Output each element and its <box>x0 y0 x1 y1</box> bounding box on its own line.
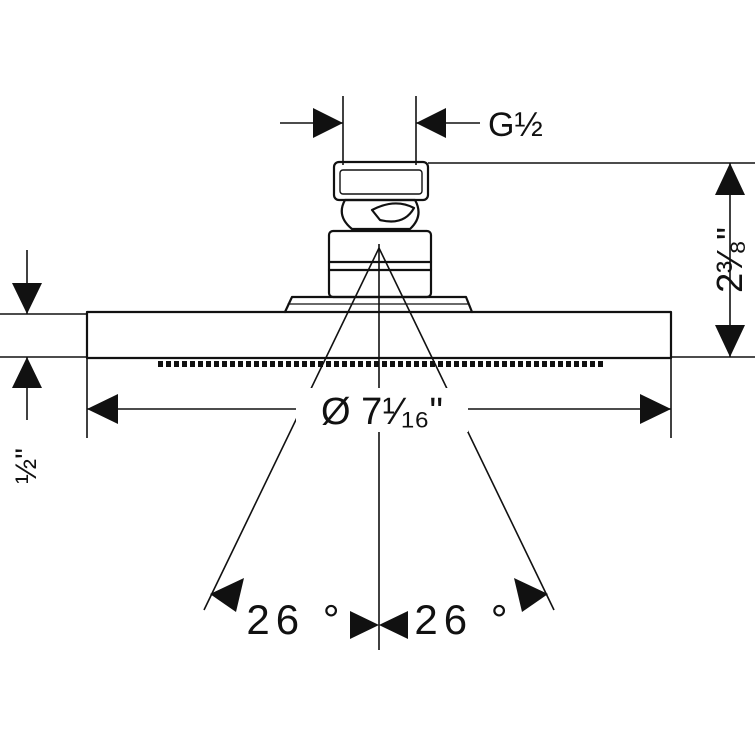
nozzle <box>454 361 459 367</box>
nozzle <box>246 361 251 367</box>
nozzle <box>366 361 371 367</box>
nozzle <box>462 361 467 367</box>
nozzle <box>222 361 227 367</box>
nozzle <box>310 361 315 367</box>
offset-arrow-top <box>12 283 42 314</box>
nozzle <box>302 361 307 367</box>
nozzle <box>550 361 555 367</box>
nozzle <box>254 361 259 367</box>
nozzle <box>382 361 387 367</box>
nozzle <box>174 361 179 367</box>
nozzle <box>326 361 331 367</box>
nozzle <box>270 361 275 367</box>
swivel-ball <box>370 202 416 223</box>
nozzle <box>518 361 523 367</box>
nozzle <box>158 361 163 367</box>
nozzle <box>318 361 323 367</box>
nozzle <box>542 361 547 367</box>
spray-angle-right-label: 26 ° <box>414 596 513 643</box>
nozzle <box>206 361 211 367</box>
swivel-joint <box>340 198 420 231</box>
nozzle <box>598 361 603 367</box>
nozzle <box>334 361 339 367</box>
angle-arrow-outer-left <box>210 578 244 612</box>
angle-arrow-center-right <box>379 611 408 639</box>
nozzle <box>406 361 411 367</box>
nozzle <box>526 361 531 367</box>
nozzle <box>478 361 483 367</box>
nozzle <box>230 361 235 367</box>
connector-nut <box>332 160 430 202</box>
thread-size-label: G½ <box>488 106 543 144</box>
nozzle <box>438 361 443 367</box>
nozzle <box>502 361 507 367</box>
nozzle <box>414 361 419 367</box>
height-arrow-bottom <box>715 325 745 357</box>
nozzle <box>422 361 427 367</box>
ball-joint-lower <box>327 229 433 299</box>
nozzle <box>358 361 363 367</box>
thread-arrow-right <box>416 108 446 138</box>
nozzle <box>190 361 195 367</box>
angle-arrow-center-left <box>350 611 379 639</box>
diameter-label: Ø 7¹⁄₁₆" <box>321 391 443 433</box>
nozzle <box>214 361 219 367</box>
nozzle <box>590 361 595 367</box>
nozzle <box>430 361 435 367</box>
nozzle <box>350 361 355 367</box>
nozzle <box>470 361 475 367</box>
angle-arrow-outer-right <box>514 578 548 612</box>
diameter-arrow-left <box>87 394 118 424</box>
spray-angle-line-left <box>203 247 380 611</box>
nozzle <box>238 361 243 367</box>
diameter-arrow-right <box>640 394 671 424</box>
nozzle <box>486 361 491 367</box>
height-label: 2³⁄₈" <box>709 227 750 293</box>
nozzle <box>574 361 579 367</box>
nozzle <box>182 361 187 367</box>
nozzle <box>534 361 539 367</box>
nozzle <box>398 361 403 367</box>
nozzle <box>166 361 171 367</box>
nozzle <box>374 361 379 367</box>
nozzle <box>494 361 499 367</box>
offset-label: ½" <box>10 448 43 484</box>
nozzle <box>198 361 203 367</box>
nozzle <box>566 361 571 367</box>
nozzle <box>558 361 563 367</box>
nozzle <box>286 361 291 367</box>
connector-nut-inner <box>339 169 423 195</box>
offset-arrow-bottom <box>12 357 42 388</box>
nozzle <box>582 361 587 367</box>
nozzle <box>294 361 299 367</box>
spray-angle-left-label: 26 ° <box>246 596 345 643</box>
nozzle <box>510 361 515 367</box>
spray-nozzles <box>158 361 603 367</box>
nozzle <box>342 361 347 367</box>
height-arrow-top <box>715 163 745 195</box>
thread-arrow-left <box>313 108 343 138</box>
nozzle <box>390 361 395 367</box>
nozzle <box>446 361 451 367</box>
nozzle <box>262 361 267 367</box>
nozzle <box>278 361 283 367</box>
